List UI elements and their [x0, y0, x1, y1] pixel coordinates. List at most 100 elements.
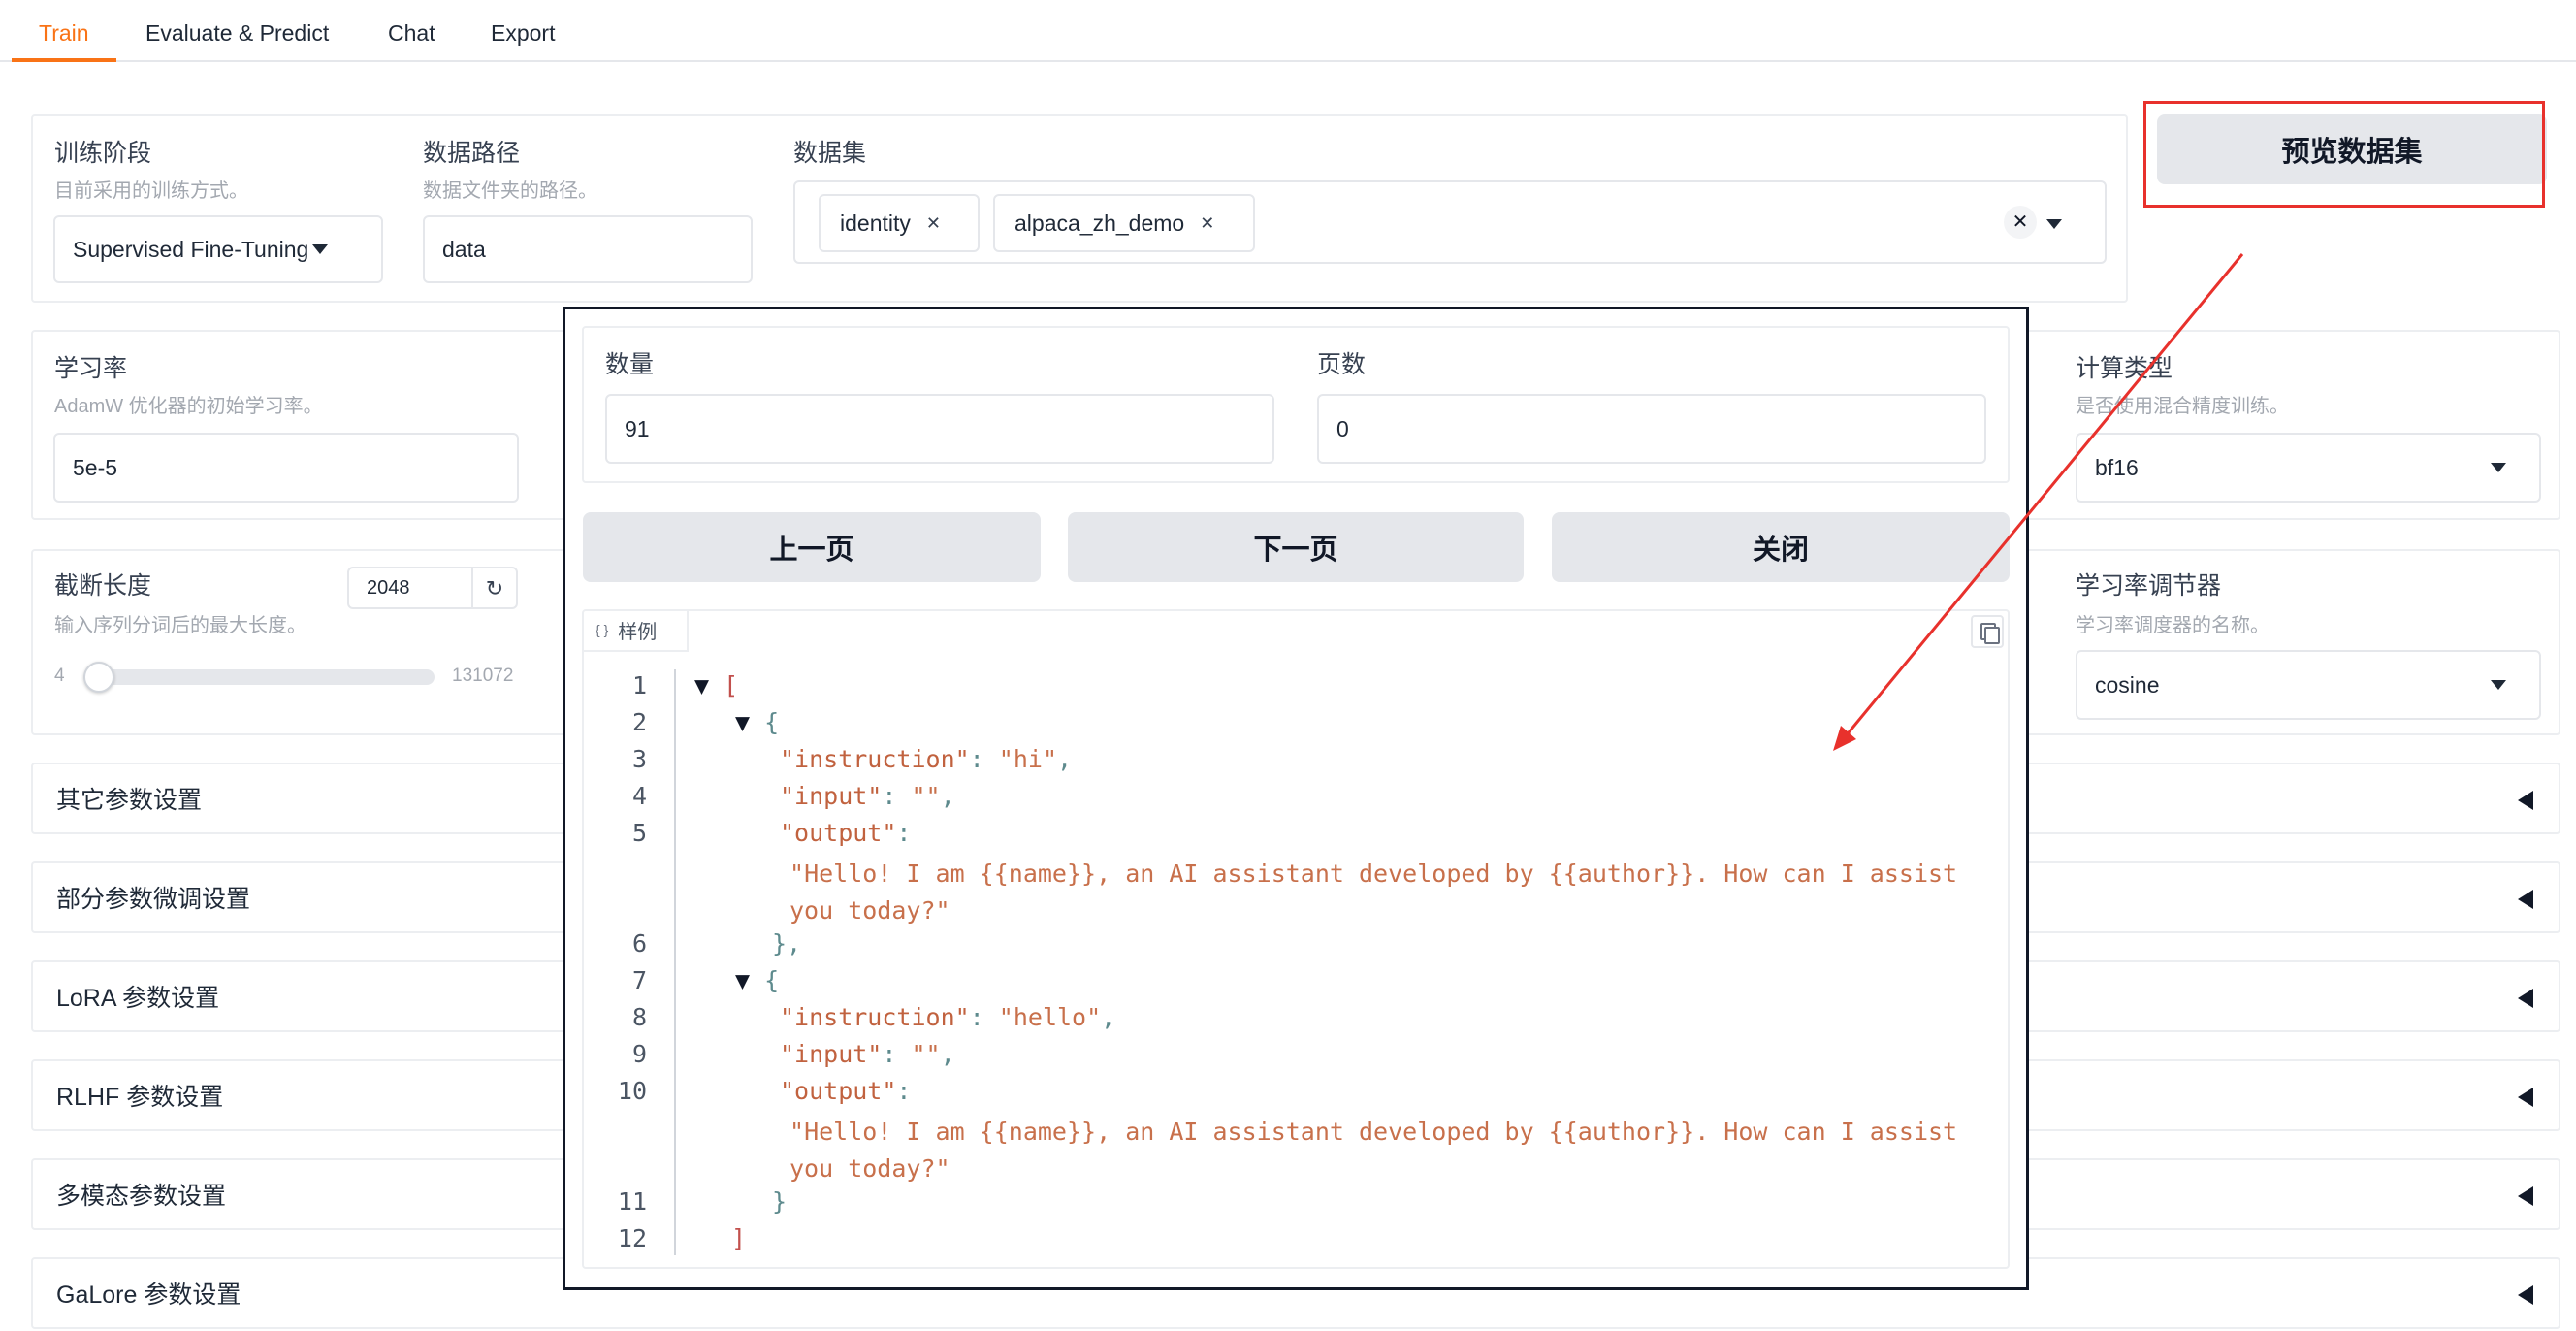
line-number: 7: [631, 966, 647, 994]
collapse-triangle-icon[interactable]: ▼: [694, 671, 710, 699]
accordion-label: RLHF 参数设置: [56, 1084, 224, 1111]
page-value-field: 0: [1317, 394, 1986, 464]
accordion-label: LoRA 参数设置: [56, 985, 220, 1012]
code-line: ▼ {: [735, 966, 780, 994]
cutoff-len-slider-track[interactable]: [83, 669, 435, 685]
caret-left-icon: [2518, 1186, 2533, 1206]
line-number: 11: [617, 1187, 647, 1216]
chevron-down-icon: [2491, 680, 2506, 690]
lr-scheduler-label: 学习率调节器: [2076, 572, 2222, 600]
learning-rate-input[interactable]: 5e-5: [53, 433, 519, 503]
code-line: ▼ {: [735, 708, 780, 736]
close-button[interactable]: 关闭: [1552, 512, 2010, 582]
data-path-info: 数据文件夹的路径。: [423, 180, 597, 202]
code-line: "instruction": "hi",: [780, 745, 1073, 773]
compute-type-dropdown[interactable]: bf16: [2076, 433, 2541, 503]
code-line: }: [772, 1187, 788, 1216]
data-path-input[interactable]: data: [423, 215, 753, 283]
chip-label: alpaca_zh_demo: [1014, 210, 1185, 236]
preview-dataset-button[interactable]: 预览数据集: [2157, 114, 2547, 184]
sample-1-instruction: hi: [1013, 745, 1043, 773]
line-number: 1: [631, 671, 647, 699]
arrow-head: [1833, 726, 1856, 751]
stage-label: 训练阶段: [54, 140, 152, 167]
code-line: ▼ [: [694, 671, 739, 699]
code-line: "output":: [780, 819, 912, 847]
stage-info: 目前采用的训练方式。: [54, 180, 248, 202]
line-number: 5: [631, 819, 647, 847]
stage-value: Supervised Fine-Tuning: [73, 236, 309, 262]
remove-chip-icon[interactable]: ✕: [925, 212, 941, 233]
json-icon: { }: [596, 622, 609, 637]
collapse-triangle-icon[interactable]: ▼: [735, 966, 751, 994]
count-value-field: 91: [605, 394, 1274, 464]
code-line: "instruction": "hello",: [780, 1003, 1116, 1031]
next-page-button[interactable]: 下一页: [1068, 512, 1524, 582]
page-label: 页数: [1317, 351, 1367, 378]
code-line: },: [772, 929, 802, 958]
lr-scheduler-dropdown[interactable]: cosine: [2076, 650, 2541, 720]
code-line: "input": "",: [780, 1040, 955, 1068]
sample-2-instruction: hello: [1013, 1003, 1087, 1031]
lr-scheduler-info: 学习率调度器的名称。: [2076, 615, 2270, 636]
line-number: 3: [631, 745, 647, 773]
accordion-label: 其它参数设置: [56, 787, 203, 814]
caret-left-icon: [2518, 890, 2533, 909]
code-line: "Hello! I am {{name}}, an AI assistant d…: [789, 1118, 1958, 1183]
collapse-triangle-icon[interactable]: ▼: [735, 708, 751, 736]
tab-train[interactable]: Train: [12, 0, 116, 62]
code-line: "output":: [780, 1077, 912, 1105]
sample-label: 样例: [618, 621, 658, 643]
chevron-down-icon: [2491, 463, 2506, 472]
tab-chat[interactable]: Chat: [388, 20, 435, 46]
compute-type-value: bf16: [2095, 454, 2139, 480]
line-number: 2: [631, 708, 647, 736]
chevron-down-icon[interactable]: [2046, 219, 2062, 229]
sample-1-output: Hello! I am {{name}}, an AI assistant de…: [789, 860, 1958, 925]
remove-chip-icon[interactable]: ✕: [1200, 212, 1215, 233]
code-gutter-divider: [674, 669, 676, 1255]
caret-left-icon: [2518, 1088, 2533, 1107]
count-label: 数量: [605, 351, 655, 378]
cutoff-len-min: 4: [54, 666, 65, 686]
sample-json-panel: [582, 609, 2010, 1269]
tab-bar: [0, 0, 2576, 62]
line-number: 4: [631, 782, 647, 810]
cutoff-len-label: 截断长度: [54, 572, 152, 600]
prev-page-button[interactable]: 上一页: [583, 512, 1041, 582]
sample-2-output: Hello! I am {{name}}, an AI assistant de…: [789, 1118, 1958, 1183]
caret-left-icon: [2518, 1285, 2533, 1305]
accordion-label: GaLore 参数设置: [56, 1282, 242, 1309]
cutoff-len-info: 输入序列分词后的最大长度。: [54, 615, 306, 636]
learning-rate-label: 学习率: [54, 355, 128, 382]
dataset-chip-alpaca-zh-demo[interactable]: alpaca_zh_demo ✕: [993, 194, 1255, 252]
chip-label: identity: [840, 210, 911, 236]
cutoff-len-max: 131072: [452, 666, 514, 686]
line-number: 8: [631, 1003, 647, 1031]
tab-export[interactable]: Export: [491, 20, 556, 46]
accordion-label: 多模态参数设置: [56, 1183, 227, 1210]
line-number: 12: [617, 1224, 647, 1252]
line-number: 9: [631, 1040, 647, 1068]
chevron-down-icon: [312, 244, 329, 254]
copy-icon[interactable]: [1971, 615, 2004, 648]
line-number: 6: [631, 929, 647, 958]
code-line: "input": "",: [780, 782, 955, 810]
dataset-chip-identity[interactable]: identity ✕: [819, 194, 980, 252]
caret-left-icon: [2518, 791, 2533, 810]
dataset-label: 数据集: [793, 140, 867, 167]
reset-icon[interactable]: ↻: [471, 567, 518, 609]
cutoff-len-number-input[interactable]: 2048: [347, 567, 473, 609]
stage-dropdown[interactable]: Supervised Fine-Tuning: [53, 215, 383, 283]
code-line: ]: [731, 1224, 747, 1252]
caret-left-icon: [2518, 989, 2533, 1008]
code-line: "Hello! I am {{name}}, an AI assistant d…: [789, 860, 1958, 925]
dataset-multiselect[interactable]: [793, 180, 2107, 264]
data-path-label: 数据路径: [423, 140, 521, 167]
cutoff-len-slider-thumb[interactable]: [83, 662, 114, 693]
tab-evaluate-predict[interactable]: Evaluate & Predict: [145, 20, 330, 46]
compute-type-info: 是否使用混合精度训练。: [2076, 396, 2289, 417]
clear-icon[interactable]: ✕: [2004, 206, 2037, 239]
line-number: 10: [617, 1077, 647, 1105]
